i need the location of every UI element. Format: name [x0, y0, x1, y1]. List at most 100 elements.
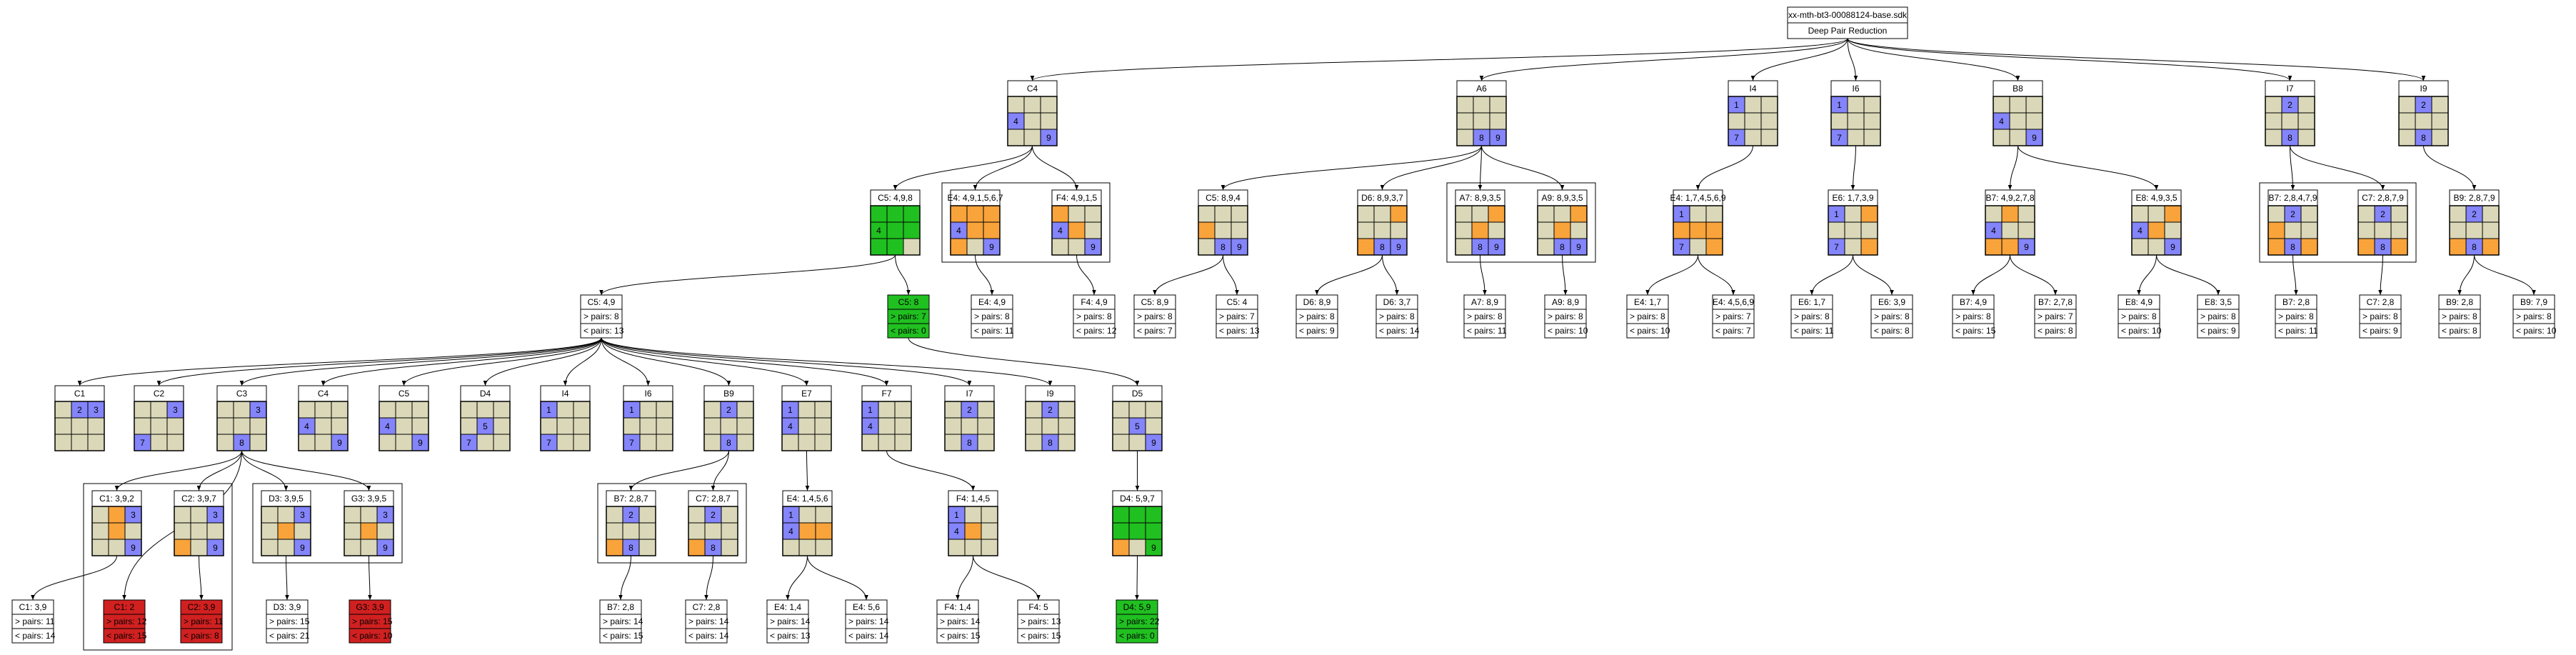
tree-node: A7: 8,9> pairs: 8< pairs: 11 — [1463, 294, 1507, 339]
node-stat: > pairs: 11 — [184, 616, 224, 626]
node-label: E4: 1,4,5,6 — [786, 494, 828, 504]
grid-cell — [166, 434, 184, 451]
tree-edge — [563, 337, 602, 386]
grid-cell — [1553, 221, 1571, 239]
grid-cell — [556, 401, 574, 419]
grid-cell — [1373, 221, 1391, 239]
cell-candidate: 2 — [2472, 209, 2477, 219]
node-label: B9 — [723, 389, 734, 399]
tree-edge — [601, 337, 651, 386]
tree-node: D6: 8,9> pairs: 8< pairs: 9 — [1295, 294, 1338, 339]
cell-candidate: 9 — [2170, 242, 2175, 252]
node-label: A9: 8,9,3,5 — [1541, 193, 1583, 203]
tree-edge — [1645, 254, 1698, 296]
node-stat: < pairs: 0 — [1119, 631, 1155, 641]
tree-node: B9: 2,8,7,928 — [2449, 189, 2500, 256]
grid-cell — [124, 522, 142, 540]
node-label: F4: 1,4 — [944, 602, 971, 612]
tree-edge — [1478, 145, 1483, 191]
grid-cell — [2300, 221, 2318, 239]
node-stat: > pairs: 8 — [1137, 311, 1173, 321]
node-label: F7 — [881, 389, 891, 399]
tree-edge — [956, 555, 973, 601]
cell-candidate: 8 — [2472, 242, 2477, 252]
grid-cell — [376, 522, 394, 540]
grid-cell — [2164, 205, 2182, 223]
grid-cell — [2415, 112, 2432, 130]
cell-candidate: 8 — [711, 543, 716, 553]
node-label: B7: 2,8 — [607, 602, 634, 612]
cell-candidate: 8 — [1048, 438, 1053, 448]
grid-cell — [1214, 205, 1232, 223]
grid-cell — [2465, 221, 2483, 239]
edges — [31, 38, 2536, 601]
grid-cell — [134, 417, 151, 435]
grid-cell — [2449, 205, 2467, 223]
grid-cell — [2265, 112, 2282, 130]
grid-cell — [573, 417, 591, 435]
tree-edge — [368, 555, 372, 601]
node-stat: < pairs: 15 — [603, 631, 643, 641]
tree-edge — [1481, 145, 1565, 191]
node-label: E8: 4,9 — [2125, 297, 2152, 307]
grid-cell — [1489, 96, 1507, 114]
tree-node: A9: 8,9> pairs: 8< pairs: 10 — [1544, 294, 1588, 339]
grid-cell — [2300, 205, 2318, 223]
cell-candidate: 7 — [1837, 133, 1842, 143]
grid-cell — [1040, 112, 1058, 130]
node-label: F4: 4,9,1,5 — [1056, 193, 1098, 203]
node-stat: < pairs: 8 — [184, 631, 219, 641]
grid-cell — [54, 434, 72, 451]
grid-cell — [781, 434, 799, 451]
grid-cell — [1993, 129, 2010, 146]
grid-cell — [150, 434, 168, 451]
cell-candidate: 4 — [956, 226, 961, 236]
tree-node: C5: 8,9> pairs: 8< pairs: 7 — [1133, 294, 1176, 339]
tree-node: B7: 2,7,8> pairs: 7< pairs: 8 — [2034, 294, 2077, 339]
cluster-box — [83, 483, 233, 651]
grid-cell — [166, 417, 184, 435]
grid-cell — [493, 417, 511, 435]
grid-cell — [815, 522, 833, 540]
cell-candidate: 8 — [628, 543, 633, 553]
grid-cell — [2431, 96, 2449, 114]
grid-cell — [2009, 96, 2027, 114]
grid-cell — [1112, 417, 1130, 435]
grid-cell — [704, 522, 722, 540]
node-label: C7: 2,8,7,9 — [2362, 193, 2404, 203]
grid-cell — [331, 417, 349, 435]
cell-candidate: 7 — [546, 438, 551, 448]
grid-cell — [981, 539, 998, 556]
grid-cell — [2284, 221, 2302, 239]
node-label: I9 — [2420, 84, 2427, 94]
grid-cell — [1456, 112, 1474, 130]
tree-node: E4: 4,5,6,9> pairs: 7< pairs: 7 — [1712, 294, 1755, 339]
grid-cell — [2025, 96, 2043, 114]
cell-candidate: 9 — [989, 242, 994, 252]
grid-cell — [150, 401, 168, 419]
grid-cell — [174, 506, 191, 524]
tree-edge — [1850, 145, 1856, 191]
node-label: F4: 1,4,5 — [956, 494, 991, 504]
grid-cell — [314, 417, 332, 435]
grid-cell — [1860, 238, 1878, 256]
grid-cell — [314, 401, 332, 419]
tree-node: E4: 5,6> pairs: 14< pairs: 14 — [845, 599, 889, 644]
grid-cell — [344, 506, 361, 524]
cell-candidate: 1 — [1734, 100, 1739, 110]
grid-cell — [2267, 238, 2285, 256]
node-stat: > pairs: 8 — [1076, 311, 1112, 321]
tree-edge — [2378, 254, 2383, 296]
cell-candidate: 5 — [483, 421, 488, 431]
tree-edge — [2290, 145, 2295, 191]
tree-edge — [1750, 38, 1848, 81]
tree-edge — [1698, 254, 1735, 296]
grid-cell — [2009, 112, 2027, 130]
grid-cell — [1214, 221, 1232, 239]
grid-cell — [1231, 205, 1248, 223]
grid-cell — [1985, 238, 2003, 256]
node-label: C5: 4 — [1227, 297, 1248, 307]
